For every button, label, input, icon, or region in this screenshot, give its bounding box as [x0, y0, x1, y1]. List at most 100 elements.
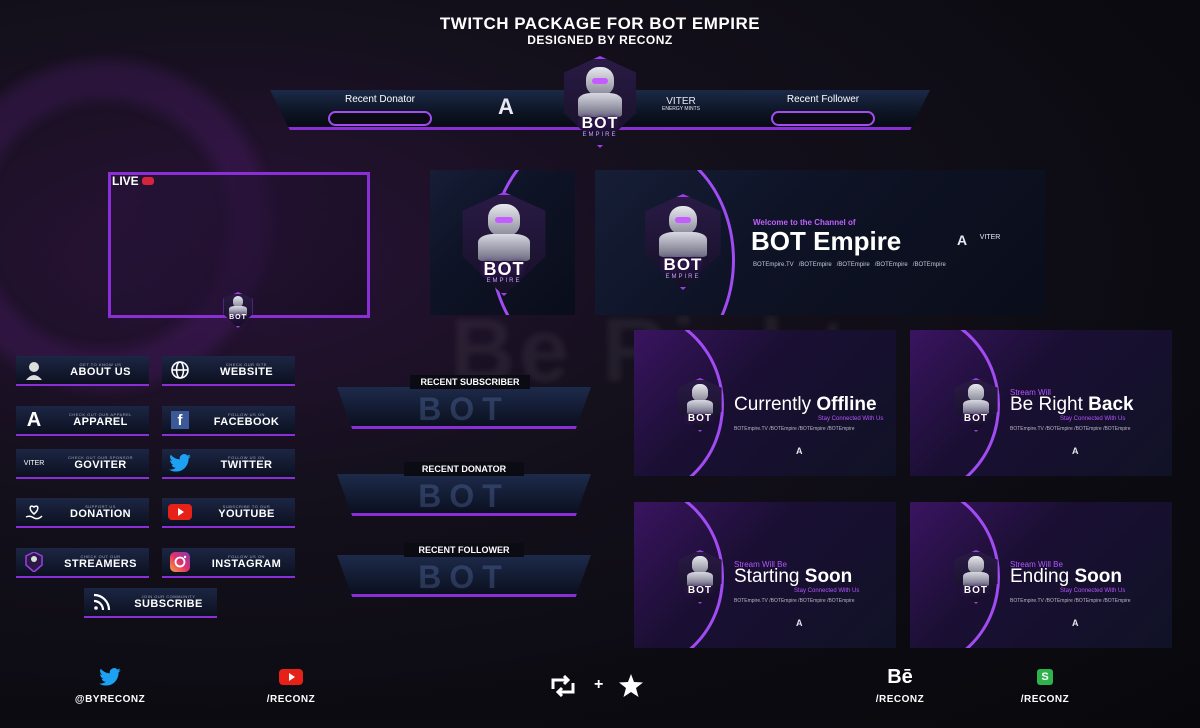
banner-title: BOT Empire [751, 226, 901, 257]
panel-instagram-small: Follow us on [228, 553, 265, 559]
panel-apparel-label: APPAREL [73, 415, 128, 428]
webcam-logo-brand: BOT [229, 314, 247, 322]
screen-starting-logo-body [686, 571, 714, 586]
alert-subscriber-bar: BOT [337, 387, 591, 429]
panel-subscribe-label: SUBSCRIBE [134, 597, 203, 610]
screen-brb-logo: BOT [952, 378, 1000, 432]
banner-social-site: BOTEmpire.TV [753, 262, 794, 268]
webcam-bot-logo: BOT [222, 292, 254, 328]
screen-offline-logo: BOT [676, 378, 724, 432]
viter-logo: VITER ENERGY MINTS [656, 96, 706, 113]
screen-ending: BOT Stream Will Be Ending Soon Stay Conn… [910, 502, 1172, 648]
panel-goviter: VITER Check out our sponsor GOVITER [16, 449, 149, 479]
banner-social-links: BOTEmpire.TV /BOTEmpire /BOTEmpire /BOTE… [753, 262, 946, 268]
top-recent-donator-slot [328, 111, 432, 126]
banner-social-youtube: /BOTEmpire [874, 262, 908, 268]
viter-subtitle: ENERGY MINTS [662, 106, 700, 112]
top-recent-donator-label: Recent Donator [344, 94, 416, 105]
panel-about-us-small: Get to know us [79, 361, 122, 367]
panel-twitter-text: Follow us on TWITTER [198, 454, 295, 471]
screen-offline-title-b: Offline [816, 394, 877, 415]
panel-youtube-label: YOUTUBE [218, 507, 275, 520]
panel-donation-label: DONATION [69, 507, 132, 520]
rss-icon [84, 587, 120, 617]
footer-star-icon[interactable] [619, 674, 643, 702]
screen-starting-apparel-icon: A [796, 618, 803, 628]
footer-youtube-label: /RECONZ [266, 694, 316, 705]
screen-ending-title-b: Soon [1074, 566, 1122, 587]
alert-follower-label: RECENT FOLLOWER [404, 543, 524, 557]
banner-welcome: Welcome to the Channel of [753, 218, 856, 227]
screen-starting-title: Starting Soon [734, 566, 852, 588]
webcam-logo-head [232, 296, 244, 308]
screen-ending-logo: BOT [952, 550, 1000, 604]
bot-empire-logo: BOT EMPIRE [560, 56, 640, 148]
footer-shop-glyph: S [1037, 669, 1053, 685]
panel-twitter-small: Follow us on [228, 454, 265, 460]
screen-offline-apparel-icon: A [796, 446, 803, 456]
screen-starting-logo: BOT [676, 550, 724, 604]
banner-social-twitch: /BOTEmpire [836, 262, 870, 268]
screen-ending-pre: Stream Will Be [1010, 560, 1063, 569]
footer-behance-icon: Bē [887, 665, 913, 688]
screen-offline-title: Currently Offline [734, 394, 877, 416]
panel-subscribe-small: Join our community [141, 593, 196, 599]
top-recent-follower-label: Recent Follower [786, 94, 860, 105]
page-subtitle: DESIGNED BY RECONZ [527, 33, 673, 47]
bot-logo-icon [16, 547, 52, 577]
panel-about-us: Get to know us ABOUT US [16, 356, 149, 386]
profile-bot-logo: BOT EMPIRE [458, 192, 550, 296]
footer-shop-icon: S [990, 666, 1100, 688]
screen-starting: BOT Stream Will Be Starting Soon Stay Co… [634, 502, 896, 648]
panel-about-us-text: Get to know us ABOUT US [52, 361, 149, 378]
alert-follower-bg: BOT [418, 559, 510, 595]
panel-donation: Support us DONATION [16, 498, 149, 528]
panel-website-small: Check our site [225, 361, 267, 367]
profile-logo-visor [494, 216, 514, 224]
screen-offline-logo-head [691, 384, 709, 401]
screen-ending-swoosh [910, 502, 1000, 648]
footer-twitter[interactable]: @BYRECONZ [55, 666, 165, 705]
panel-website-text: Check our site WEBSITE [198, 361, 295, 378]
panel-youtube-small: Subscribe to our [222, 503, 271, 509]
banner-title-rest: Empire [813, 226, 902, 256]
screen-brb-title: Be Right Back [1010, 394, 1134, 416]
screen-brb-sub: Stay Connected With Us [1060, 416, 1126, 422]
panel-about-us-label: ABOUT US [70, 365, 131, 378]
page-title: TWITCH PACKAGE FOR BOT EMPIRE [439, 14, 761, 33]
footer-shop[interactable]: S /RECONZ [990, 666, 1100, 705]
footer-youtube[interactable]: /RECONZ [236, 666, 346, 705]
panel-instagram: Follow us on INSTAGRAM [162, 548, 295, 578]
screen-brb-logo-head [967, 384, 985, 401]
live-dot-icon [141, 177, 154, 185]
screen-starting-swoosh [634, 502, 724, 648]
channel-banner: BOT EMPIRE Welcome to the Channel of BOT… [595, 170, 1045, 315]
banner-social-instagram: /BOTEmpire [912, 262, 946, 268]
footer-behance[interactable]: Bē /RECONZ [845, 665, 955, 706]
screen-brb-swoosh [910, 330, 1000, 476]
footer-retweet-icon[interactable] [548, 674, 578, 702]
footer-youtube-icon [236, 666, 346, 688]
screen-brb-title-b: Back [1088, 394, 1134, 415]
panel-twitter: Follow us on TWITTER [162, 449, 295, 479]
logo-brand-subtext: EMPIRE [582, 132, 618, 139]
viter-icon: VITER [23, 459, 45, 467]
live-label: LIVE [112, 174, 139, 188]
screen-brb-pre: Stream Will [1010, 388, 1051, 397]
screen-offline-logo-brand: BOT [687, 412, 713, 424]
screen-ending-logo-head [967, 556, 985, 573]
panel-streamers-small: Check out our [80, 553, 121, 559]
screen-starting-title-a: Starting [734, 566, 800, 587]
panel-donation-text: Support us DONATION [52, 504, 149, 520]
banner-viter-wordmark: VITER [979, 234, 1001, 241]
banner-apparel-icon: A [957, 232, 968, 248]
banner-logo-body [659, 232, 707, 258]
panel-facebook-text: Follow us on FACEBOOK [198, 412, 295, 428]
screen-offline: BOT Currently Offline Stay Connected Wit… [634, 330, 896, 476]
alert-subscriber-label: RECENT SUBSCRIBER [410, 375, 530, 389]
screen-ending-title-a: Ending [1010, 566, 1070, 587]
screen-ending-logo-brand: BOT [963, 584, 989, 596]
viter-wordmark: VITER [666, 96, 696, 107]
panel-youtube-text: Subscribe to our YOUTUBE [198, 503, 295, 520]
youtube-icon [162, 497, 198, 527]
